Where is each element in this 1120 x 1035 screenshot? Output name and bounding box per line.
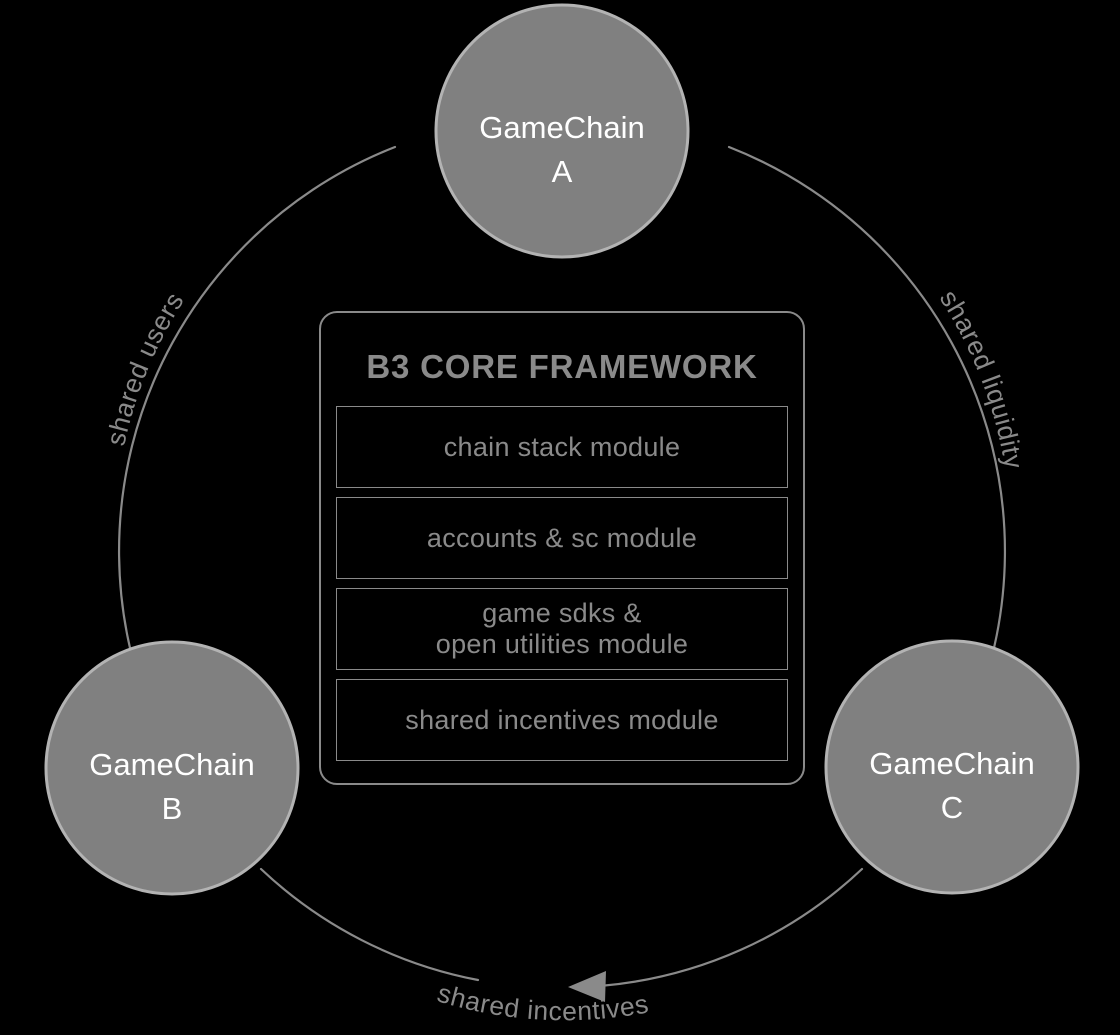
connection-label-shared-users: shared users: [100, 287, 189, 449]
gamechain-b-suffix: B: [162, 791, 183, 826]
framework-module-list: chain stack module accounts & sc module …: [336, 406, 788, 761]
shared-liquidity-textpath: shared liquidity: [934, 284, 1029, 471]
ring-arc-bottom-left: [259, 867, 480, 982]
gamechain-b-circle[interactable]: [44, 640, 300, 896]
node-gamechain-b[interactable]: GameChain B: [44, 640, 300, 896]
framework-title: B3 CORE FRAMEWORK: [366, 348, 758, 385]
node-gamechain-c[interactable]: GameChain C: [824, 639, 1080, 895]
b3-core-framework-panel: B3 CORE FRAMEWORK chain stack module acc…: [319, 311, 805, 785]
gamechain-c-suffix: C: [941, 790, 963, 825]
connection-label-shared-liquidity: shared liquidity: [934, 284, 1029, 471]
ring-arc-bottom-right: [598, 867, 864, 988]
module-chain-stack[interactable]: chain stack module: [336, 406, 788, 488]
gamechain-c-circle[interactable]: [824, 639, 1080, 895]
gamechain-a-suffix: A: [552, 154, 573, 189]
shared-users-textpath: shared users: [100, 287, 189, 449]
node-gamechain-a[interactable]: GameChain A: [434, 3, 690, 259]
gamechain-a-circle[interactable]: [434, 3, 690, 259]
module-game-sdks[interactable]: game sdks & open utilities module: [336, 588, 788, 670]
module-shared-incentives[interactable]: shared incentives module: [336, 679, 788, 761]
gamechain-c-name: GameChain: [869, 746, 1034, 781]
arrowhead-icon: [568, 971, 606, 1002]
gamechain-b-name: GameChain: [89, 747, 254, 782]
gamechain-a-name: GameChain: [479, 110, 644, 145]
module-accounts-sc[interactable]: accounts & sc module: [336, 497, 788, 579]
